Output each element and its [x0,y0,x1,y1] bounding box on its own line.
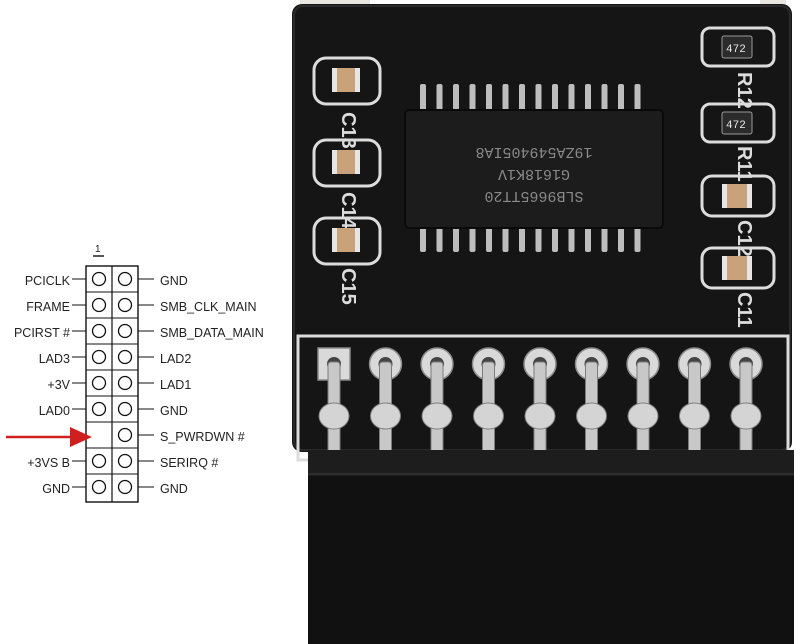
chip-leg-top [486,84,492,112]
chip-leg-bottom [486,226,492,252]
pin-bend [473,402,504,430]
right-label-serirq: SERIRQ # [160,456,219,470]
chip-leg-bottom [502,226,509,252]
svg-text:C13: C13 [337,112,359,149]
chip-leg-top [634,84,641,112]
header-pin-right [117,323,133,339]
chip-leg-top [420,84,426,112]
chip-leg-top [535,84,542,112]
chip-leg-bottom [535,226,542,252]
tpm-chip: SLB9665TT20 G1618K1V 19ZA549405IA8 [404,84,664,252]
chip-leg-bottom [453,226,459,252]
chip-line-1: SLB9665TT20 [484,187,583,204]
header-pin-left [91,349,107,365]
header-pin-right [117,479,133,495]
chip-leg-bottom [420,226,426,252]
header-pin-left [91,271,107,287]
right-label-gnd-1: GND [160,274,188,288]
left-label-pcirst: PCIRST # [13,326,70,340]
connector-housing [308,450,794,644]
capacitor-c11: C11 [700,246,776,328]
pin-bend [318,402,350,430]
left-label-3vsb: +3VS B [27,456,70,470]
chip-line-3: 19ZA549405IA8 [475,143,592,160]
svg-text:R11: R11 [733,146,755,182]
svg-text:472: 472 [726,120,746,132]
capacitor-c14: C14 [312,138,382,230]
chip-leg-top [469,84,476,112]
right-label-lad1: LAD1 [160,378,192,392]
svg-text:R12: R12 [733,72,755,109]
chip-leg-bottom [519,226,525,252]
pin-bend [421,402,453,430]
header-pin-right [117,375,133,391]
svg-text:472: 472 [726,44,746,56]
right-label-smb-data: SMB_DATA_MAIN [160,326,264,340]
chip-leg-bottom [469,226,476,252]
right-label-s-pwrdwn: S_PWRDWN # [160,430,245,444]
header-pin-left [91,375,107,391]
chip-leg-top [519,84,525,112]
pin-bend [576,402,607,430]
header-pin-right [117,271,133,287]
tpm-board: C13 C14 C15 472 R12 472 R11 [292,0,794,644]
chip-leg-top [453,84,459,112]
chip-leg-top [585,84,591,112]
svg-text:C14: C14 [337,192,359,230]
pin-bend [679,402,710,430]
header-pin-left [91,401,107,417]
chip-leg-top [601,84,608,112]
pin-bend [730,402,762,430]
right-label-smb-clk: SMB_CLK_MAIN [160,300,257,314]
chip-leg-bottom [552,226,558,252]
key-pin-arrow [6,427,92,447]
left-label-lad3: LAD3 [38,352,70,366]
left-label-frame: FRAME [26,300,70,314]
left-label-gnd: GND [42,482,70,496]
pin-header-drawing [6,255,154,503]
svg-text:C15: C15 [337,268,359,305]
resistor-r12: 472 R12 [700,26,776,109]
chip-leg-bottom [601,226,608,252]
capacitor-c15: C15 [312,216,382,305]
chip-leg-top [618,84,624,112]
svg-text:C12: C12 [733,220,755,257]
chip-leg-bottom [436,226,443,252]
chip-leg-bottom [585,226,591,252]
header-pin-right [117,453,133,469]
chip-leg-top [436,84,443,112]
header-pin-right [117,401,133,417]
header-pin-left [91,453,107,469]
chip-leg-bottom [634,226,641,252]
chip-leg-bottom [568,226,575,252]
pin-bend [627,402,659,430]
chip-leg-top [552,84,558,112]
left-label-lad0: LAD0 [38,404,70,418]
chip-leg-bottom [618,226,624,252]
right-label-gnd-2: GND [160,404,188,418]
connector-housing-top [308,450,794,476]
pin-bend [370,402,401,430]
svg-text:C11: C11 [733,292,755,328]
header-pin-right [117,427,133,443]
right-label-lad2: LAD2 [160,352,192,366]
header-pin-right [117,349,133,365]
resistor-r11: 472 R11 [700,102,776,182]
pin1-marker: 1 [95,244,101,255]
chip-body [404,109,664,229]
chip-leg-top [502,84,509,112]
left-label-pciclk: PCICLK [24,274,70,288]
pin-bend [524,402,556,430]
header-pin-left [91,323,107,339]
header-pin-right [117,297,133,313]
right-label-gnd-3: GND [160,482,188,496]
header-pin-left [91,479,107,495]
chip-line-2: G1618K1V [498,165,570,182]
chip-leg-top [568,84,575,112]
left-label-3v: +3V [47,378,70,392]
header-pin-left [91,297,107,313]
